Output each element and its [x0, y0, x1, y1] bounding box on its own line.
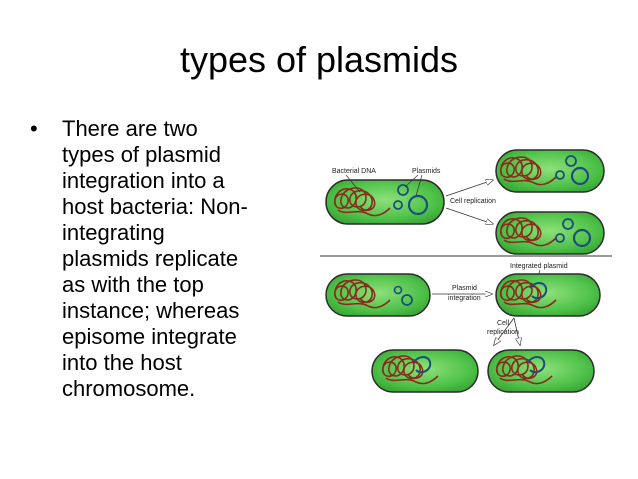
- integrated-plasmid: [413, 356, 432, 374]
- cell-daughter-top-1: [495, 149, 605, 193]
- plasmid-small: [555, 233, 565, 243]
- bullet-line: into the host: [62, 350, 182, 375]
- label-plasmid-integration-2: integration: [448, 295, 481, 302]
- pointer-line: [345, 174, 361, 193]
- cell-daughter-top-2: [495, 211, 605, 255]
- plasmid-large: [407, 194, 429, 216]
- integrated-plasmid: [527, 356, 546, 374]
- cell-original-bottom: [325, 273, 431, 317]
- bullet-line: as with the top: [62, 272, 204, 297]
- plasmid-small: [562, 218, 574, 230]
- cell-original-top: [325, 179, 445, 225]
- bullet-line: integrating: [62, 220, 165, 245]
- cell-daughter-bottom-1: [371, 349, 479, 393]
- bullet-line: types of plasmid: [62, 142, 221, 167]
- plasmid-small: [555, 170, 565, 180]
- bullet-text: There are two types of plasmid integrati…: [62, 116, 312, 402]
- arrow-replication-right: [513, 317, 520, 345]
- plasmid-large: [572, 228, 592, 248]
- plasmid-small: [393, 285, 403, 295]
- slide-title: types of plasmids: [179, 39, 459, 80]
- plasmid-small: [397, 184, 409, 196]
- label-bacterial-dna: Bacterial DNA: [332, 168, 376, 175]
- plasmid-small: [565, 155, 577, 167]
- arrow-replication-down: [445, 207, 493, 224]
- cell-integrated: [495, 273, 601, 317]
- label-cell-replication-top: Cell replication: [450, 198, 496, 205]
- bullet-symbol: •: [30, 116, 38, 141]
- pointer-line: [404, 174, 423, 197]
- plasmid-small: [393, 200, 403, 210]
- plasmid-small: [401, 294, 413, 306]
- label-plasmid-integration-1: Plasmid: [452, 285, 477, 292]
- label-plasmids: Plasmids: [412, 168, 441, 175]
- arrow-replication-left: [494, 317, 515, 345]
- bullet-line: episome integrate: [62, 324, 237, 349]
- label-cell-replication-bottom-2: replication: [487, 329, 519, 336]
- bullet-line: There are two: [62, 116, 198, 141]
- integrated-plasmid: [529, 282, 548, 300]
- arrow-replication-up: [445, 180, 493, 197]
- label-integrated-plasmid: Integrated plasmid: [510, 263, 568, 270]
- bullet-line: chromosome.: [62, 376, 196, 401]
- plasmid-large: [570, 166, 590, 186]
- label-cell-replication-bottom-1: Cell: [497, 320, 510, 327]
- bullet-line: plasmids replicate: [62, 246, 239, 271]
- bullet-line: integration into a: [62, 168, 225, 193]
- bullet-line: host bacteria: Non-: [62, 194, 248, 219]
- bullet-line: instance; whereas: [62, 298, 240, 323]
- cell-daughter-bottom-2: [487, 349, 595, 393]
